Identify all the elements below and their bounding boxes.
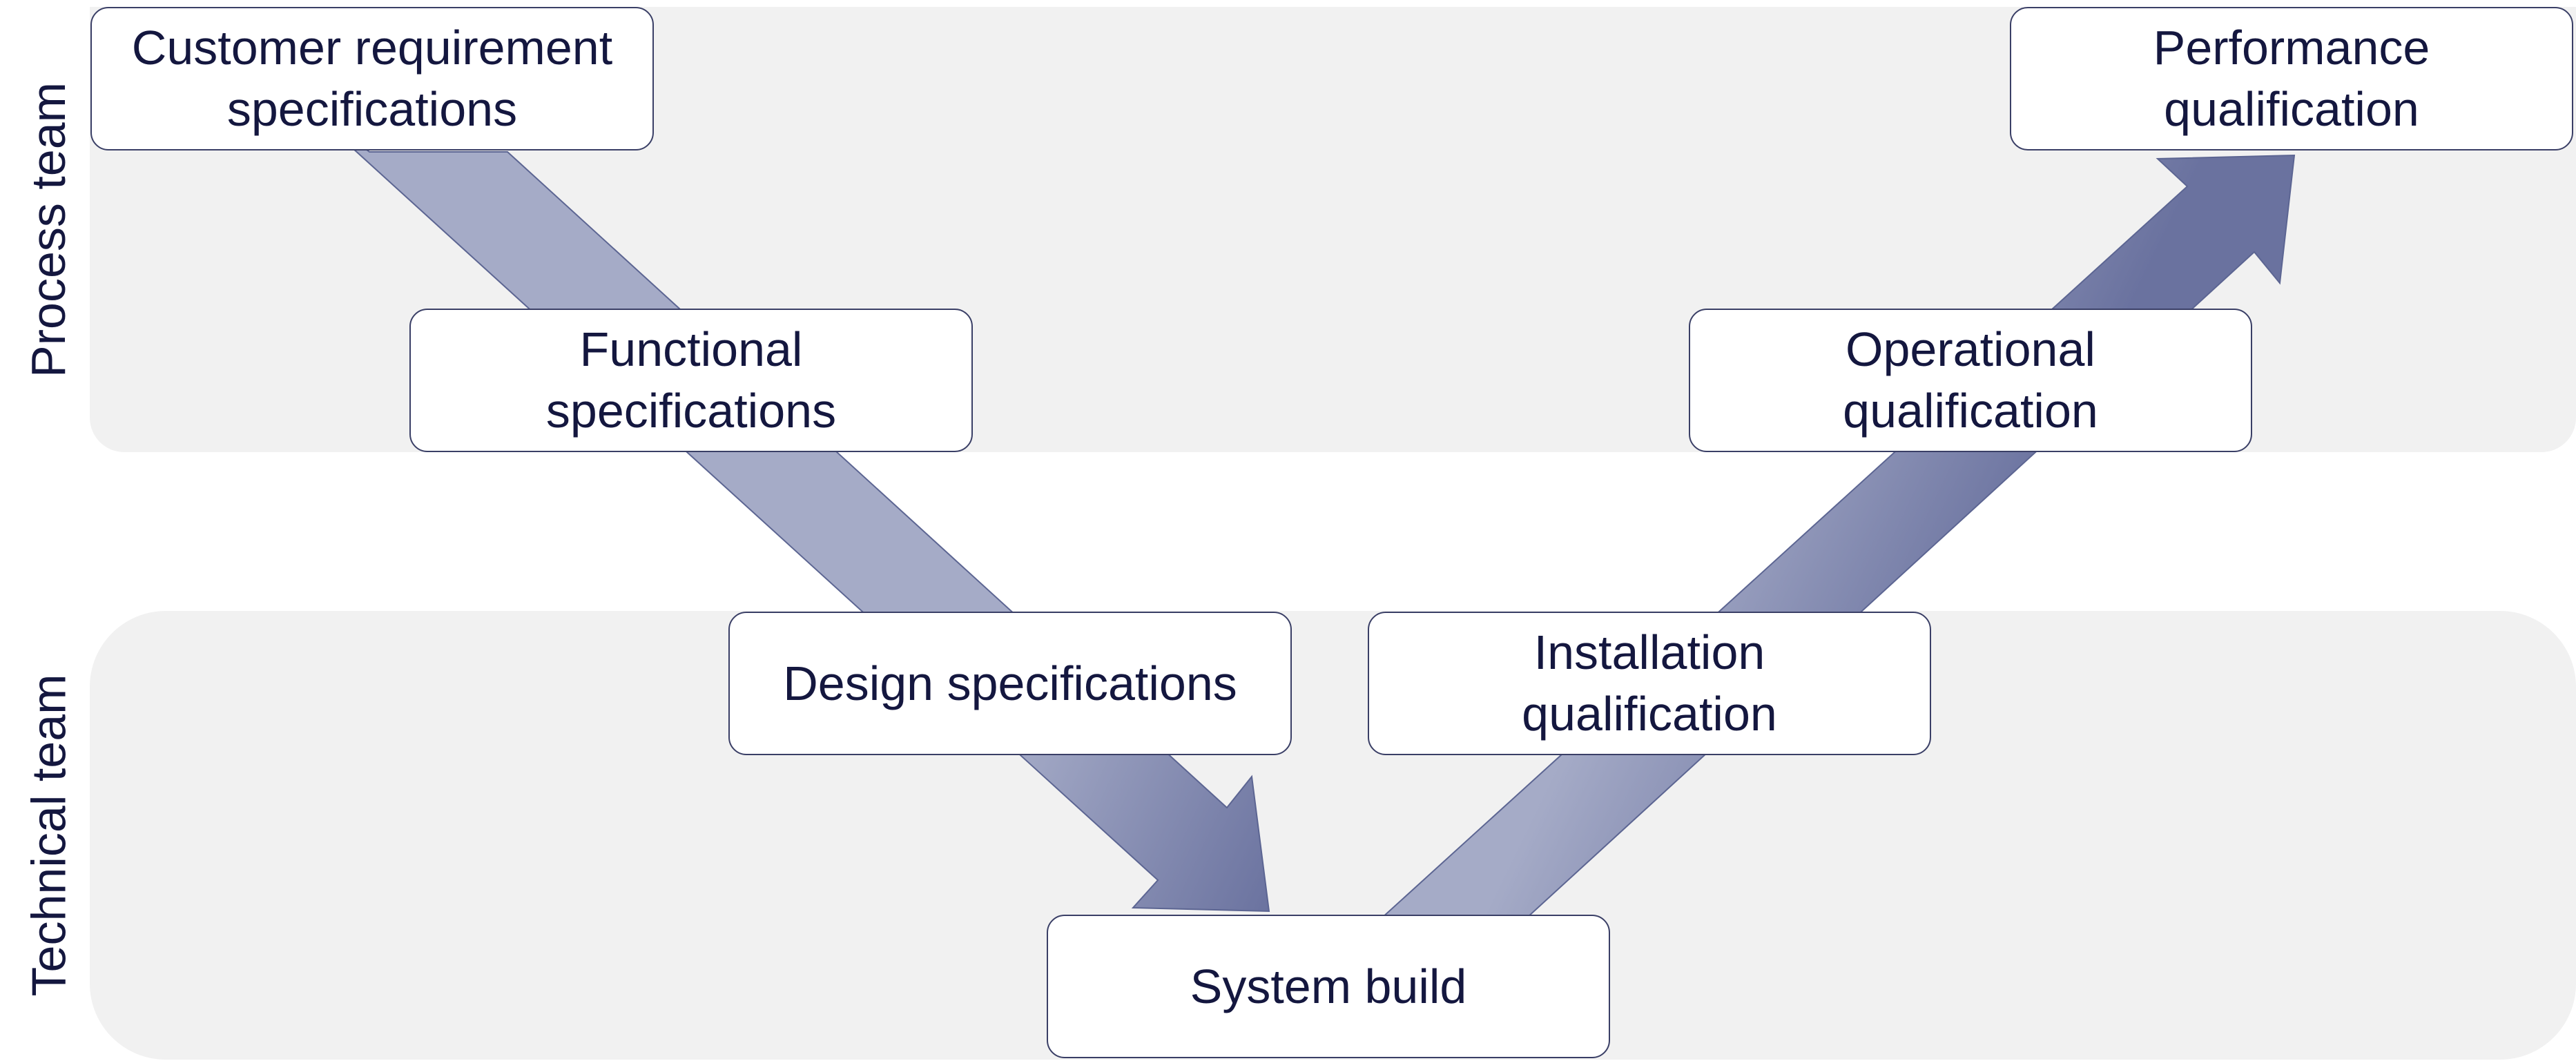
customer-requirement-specifications-box[interactable]: Customer requirement specifications <box>90 7 654 150</box>
up-arrow <box>1372 154 2296 926</box>
box-text-line: Customer requirement <box>131 21 613 75</box>
box-text-line: Design specifications <box>783 656 1237 710</box>
box-text-line: qualification <box>1843 384 2098 438</box>
box-text-line: Performance <box>2153 21 2430 75</box>
down-arrow <box>269 72 1270 913</box>
functional-specifications-text: Functional specifications <box>546 319 836 442</box>
box-text-line: qualification <box>2164 82 2419 136</box>
box-text-line: qualification <box>1522 687 1777 741</box>
operational-qualification-box[interactable]: Operational qualification <box>1689 309 2252 452</box>
customer-requirement-specifications-text: Customer requirement specifications <box>132 17 612 140</box>
design-specifications-text: Design specifications <box>783 653 1237 714</box>
box-text-line: Operational <box>1846 322 2095 377</box>
installation-qualification-text: Installation qualification <box>1522 622 1777 745</box>
functional-specifications-box[interactable]: Functional specifications <box>409 309 973 452</box>
box-text-line: Installation <box>1533 625 1765 680</box>
design-specifications-box[interactable]: Design specifications <box>728 612 1292 755</box>
box-text-line: specifications <box>226 82 518 136</box>
system-build-box[interactable]: System build <box>1047 915 1610 1058</box>
box-text-line: specifications <box>545 384 837 438</box>
box-text-line: System build <box>1190 959 1467 1013</box>
performance-qualification-text: Performance qualification <box>2153 17 2430 140</box>
installation-qualification-box[interactable]: Installation qualification <box>1368 612 1931 755</box>
operational-qualification-text: Operational qualification <box>1843 319 2098 442</box>
box-text-line: Functional <box>579 322 803 377</box>
system-build-text: System build <box>1190 956 1467 1018</box>
performance-qualification-box[interactable]: Performance qualification <box>2010 7 2573 150</box>
